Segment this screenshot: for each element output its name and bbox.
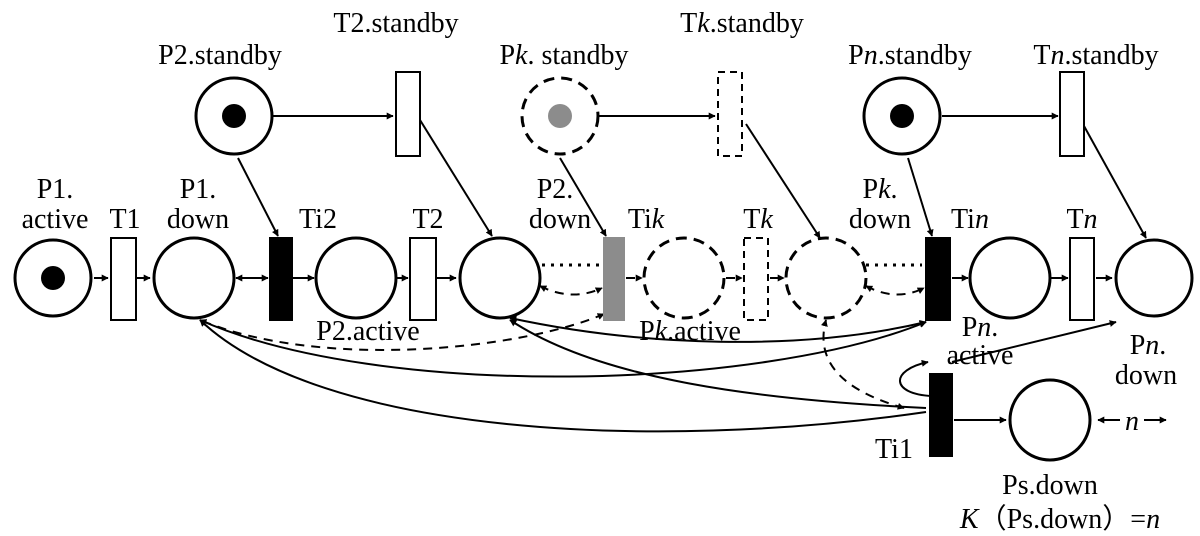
label-p1-active-line2: active (22, 204, 89, 235)
arc-tkstandby-pkdown (745, 123, 821, 239)
label-t1: T1 (109, 204, 140, 235)
label-tin: Tin (951, 204, 989, 235)
label-pn-active-line1: Pn. (962, 312, 999, 343)
label-p2-down-line1: P2. (537, 174, 574, 205)
transition-ti1 (929, 373, 953, 457)
label-tk: Tk (743, 204, 773, 235)
place-pn-down (1114, 238, 1194, 318)
arc-t2standby-p2down (419, 119, 493, 237)
token-pn-standby (890, 104, 914, 128)
label-pn-down-line1: Pn. (1130, 330, 1167, 361)
label-ps-down-capacity: K（Ps.down）=n (959, 503, 1160, 535)
transition-tn (1069, 237, 1095, 321)
label-p1-down-line2: down (167, 204, 229, 235)
place-pk-active (642, 236, 726, 320)
arcs (94, 112, 1147, 433)
label-tk-standby: Tk.standby (680, 8, 804, 39)
label-pn-standby: Pn.standby (848, 40, 972, 71)
transition-tn-standby (1059, 71, 1085, 157)
transition-tk-standby (717, 71, 743, 157)
arc-p1down-tik (199, 313, 605, 351)
token-p2-standby (222, 104, 246, 128)
token-pk-standby (548, 104, 572, 128)
label-p2-standby: P2.standby (158, 40, 282, 71)
place-pn-active (968, 236, 1052, 320)
place-p2-active (314, 236, 398, 320)
label-tn-standby: Tn.standby (1033, 40, 1158, 71)
arc-tnstandby-pndown (1083, 125, 1147, 239)
label-p1-down-line1: P1. (180, 174, 217, 205)
arc-pkdown-ti1 (820, 319, 905, 410)
label-p1-active-line1: P1. (37, 174, 74, 205)
label-pk-active: Pk.active (639, 316, 741, 347)
label-pn-active-line2: active (947, 340, 1014, 371)
place-p1-down (152, 236, 236, 320)
transition-tk (743, 237, 769, 321)
arc-pkstandby-tik (559, 157, 607, 237)
transition-t2 (409, 237, 437, 321)
arc-p1down-ti1 (199, 319, 927, 433)
label-ti1: Ti1 (875, 434, 913, 465)
label-pn-down-line2: down (1115, 360, 1177, 391)
arc-pndown-ti1 (951, 320, 1117, 363)
place-pk-down (784, 236, 868, 320)
label-p2-down-line2: down (529, 204, 591, 235)
transitions (110, 71, 1095, 457)
label-ps-down-marker: n (1125, 406, 1139, 437)
label-t2-standby: T2.standby (333, 8, 458, 39)
label-p2-active: P2.active (316, 316, 419, 347)
transition-tin (925, 237, 951, 321)
place-p2-down (458, 236, 542, 320)
arc-p2standby-ti2 (237, 157, 279, 237)
label-ti2: Ti2 (299, 204, 337, 235)
label-tik: Tik (628, 204, 665, 235)
transition-t2-standby (395, 71, 421, 157)
labels: P2.standby T2.standby Pk. standby Tk.sta… (22, 8, 1178, 535)
label-t2: T2 (412, 204, 443, 235)
place-ps-down (1008, 378, 1092, 462)
label-pk-down-line1: Pk. (862, 174, 897, 205)
arc-p2down-tik-dashed (539, 285, 603, 296)
transition-t1 (110, 237, 137, 321)
token-p1-active (41, 266, 65, 290)
transition-ti2 (269, 237, 293, 321)
label-pk-down-line2: down (849, 204, 911, 235)
label-ps-down: Ps.down (1002, 470, 1098, 501)
arc-pnactive-ti1-loop (899, 359, 933, 397)
label-pk-standby: Pk. standby (499, 40, 628, 71)
arc-pkdown-tin-dashed (865, 285, 925, 296)
transition-tik (603, 237, 625, 321)
arc-pnstandby-tin (907, 157, 934, 237)
places (13, 76, 1194, 462)
label-tn: Tn (1066, 204, 1097, 235)
